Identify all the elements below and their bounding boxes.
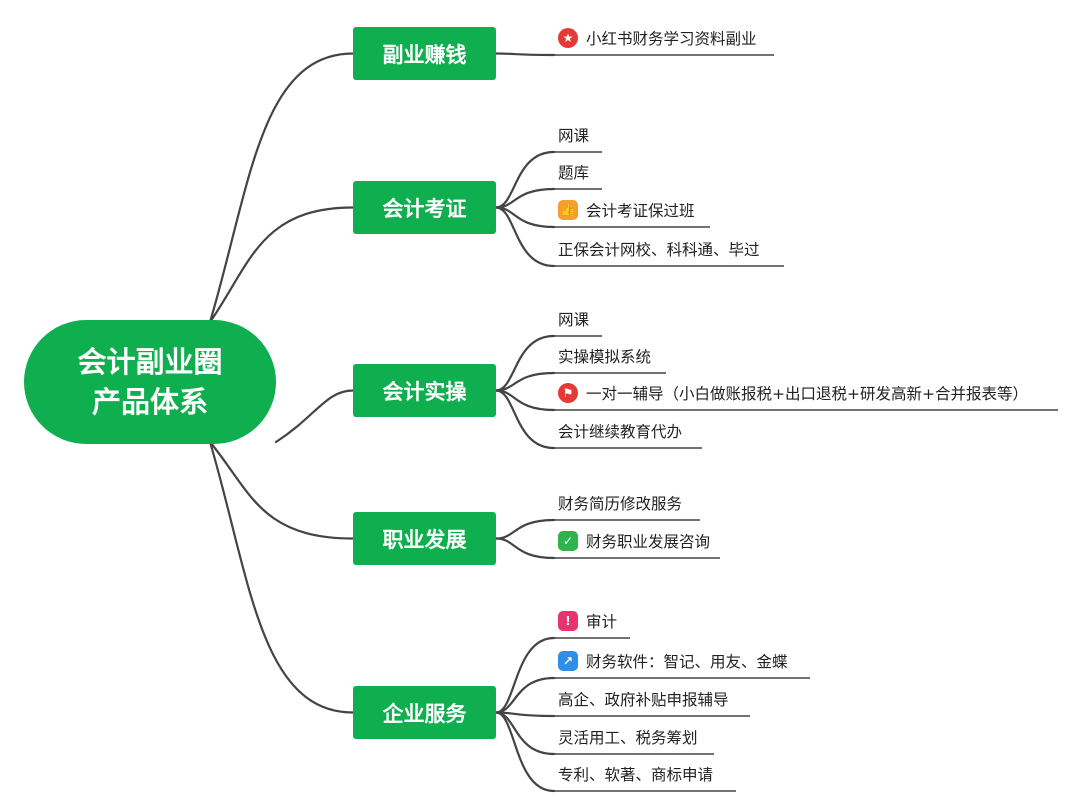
root-connectors bbox=[208, 52, 355, 714]
branch-to-leaf-connector bbox=[494, 636, 556, 714]
leaf-label: 财务软件：智记、用友、金蝶 bbox=[586, 653, 788, 671]
branch-to-leaf-connector bbox=[494, 206, 556, 268]
thumbs-up-icon: 👍 bbox=[558, 200, 578, 220]
leaf-label: 会计考证保过班 bbox=[586, 202, 695, 220]
leaf-label: 财务职业发展咨询 bbox=[586, 533, 711, 551]
leaf-label: 专利、软著、商标申请 bbox=[558, 766, 714, 784]
leaf-item[interactable]: ⚑ 一对一辅导（小白做账报税+出口退税+研发高新+合并报表等） bbox=[558, 376, 1028, 410]
leaf-item[interactable]: 灵活用工、税务筹划 bbox=[558, 720, 698, 754]
branch-to-leaf-connector bbox=[494, 206, 556, 229]
leaf-item[interactable]: 高企、政府补贴申报辅导 bbox=[558, 682, 729, 716]
root-title-line2: 产品体系 bbox=[91, 385, 208, 419]
leaf-label: 灵活用工、税务筹划 bbox=[558, 729, 698, 747]
leaf-item[interactable]: 👍 会计考证保过班 bbox=[558, 193, 695, 227]
leaf-item[interactable]: ✓ 财务职业发展咨询 bbox=[558, 524, 710, 558]
root-to-branch-connector bbox=[208, 206, 355, 324]
root-to-branch-connector bbox=[208, 440, 355, 714]
branch-to-leaf-connector bbox=[494, 389, 556, 412]
flag-icon: ⚑ bbox=[558, 383, 578, 403]
leaf-label: 实操模拟系统 bbox=[558, 348, 652, 366]
leaf-label: 网课 bbox=[558, 311, 590, 329]
leaf-label: 正保会计网校、科科通、毕过 bbox=[558, 241, 760, 259]
leaf-label: 审计 bbox=[586, 613, 618, 631]
leaf-label: 财务简历修改服务 bbox=[558, 495, 683, 513]
exclamation-icon: ! bbox=[558, 611, 578, 631]
branch-node[interactable]: 会计实操 bbox=[353, 364, 496, 417]
leaf-item[interactable]: 正保会计网校、科科通、毕过 bbox=[558, 232, 760, 266]
leaf-item[interactable]: 专利、软著、商标申请 bbox=[558, 757, 713, 791]
chart-icon: ↗ bbox=[558, 651, 578, 671]
branch-to-leaf-connector bbox=[494, 518, 556, 540]
leaf-connectors bbox=[494, 52, 1058, 793]
branch-to-leaf-connector bbox=[494, 52, 556, 57]
branch-to-leaf-connector bbox=[494, 389, 556, 450]
leaf-item[interactable]: ★ 小红书财务学习资料副业 bbox=[558, 21, 757, 55]
check-icon: ✓ bbox=[558, 531, 578, 551]
leaf-label: 网课 bbox=[558, 127, 590, 145]
leaf-item[interactable]: 题库 bbox=[558, 155, 589, 189]
leaf-label: 题库 bbox=[558, 164, 590, 182]
root-to-branch-connector bbox=[274, 389, 355, 444]
branch-to-leaf-connector bbox=[494, 187, 556, 209]
branch-node[interactable]: 企业服务 bbox=[353, 686, 496, 739]
branch-to-leaf-connector bbox=[494, 711, 556, 793]
root-to-branch-connector bbox=[208, 52, 355, 324]
root-node[interactable]: 会计副业圈 产品体系 bbox=[24, 320, 276, 444]
branch-to-leaf-connector bbox=[494, 150, 556, 209]
branch-to-leaf-connector bbox=[494, 371, 556, 392]
branch-node[interactable]: 副业赚钱 bbox=[353, 27, 496, 80]
branch-to-leaf-connector bbox=[494, 334, 556, 392]
leaf-label: 高企、政府补贴申报辅导 bbox=[558, 691, 729, 709]
leaf-label: 小红书财务学习资料副业 bbox=[586, 30, 757, 48]
branch-node[interactable]: 职业发展 bbox=[353, 512, 496, 565]
branch-node[interactable]: 会计考证 bbox=[353, 181, 496, 234]
leaf-item[interactable]: 网课 bbox=[558, 118, 589, 152]
branch-to-leaf-connector bbox=[494, 537, 556, 560]
leaf-item[interactable]: ! 审计 bbox=[558, 604, 617, 638]
leaf-item[interactable]: 财务简历修改服务 bbox=[558, 486, 682, 520]
leaf-label: 一对一辅导（小白做账报税+出口退税+研发高新+合并报表等） bbox=[586, 385, 1028, 403]
leaf-item[interactable]: 会计继续教育代办 bbox=[558, 414, 682, 448]
leaf-item[interactable]: 实操模拟系统 bbox=[558, 339, 651, 373]
leaf-item[interactable]: ↗ 财务软件：智记、用友、金蝶 bbox=[558, 644, 788, 678]
root-title-line1: 会计副业圈 bbox=[77, 345, 223, 379]
root-to-branch-connector bbox=[208, 440, 355, 540]
leaf-label: 会计继续教育代办 bbox=[558, 423, 683, 441]
leaf-item[interactable]: 网课 bbox=[558, 302, 589, 336]
star-icon: ★ bbox=[558, 28, 578, 48]
